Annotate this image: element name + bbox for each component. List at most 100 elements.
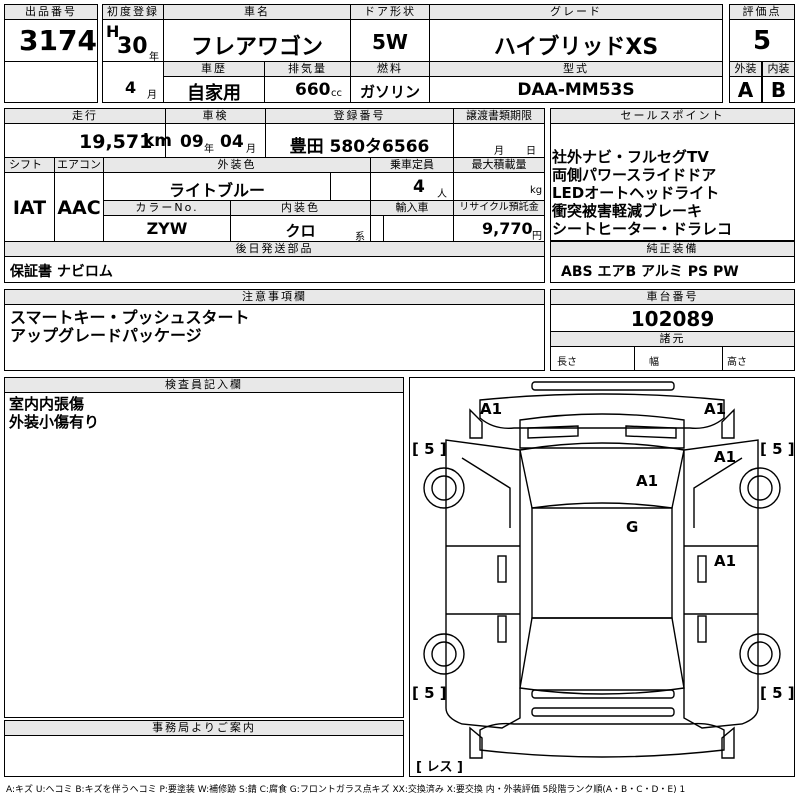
header-door: ドア形状 [350,4,430,20]
first-reg-era: H [106,22,120,41]
header-grade: グレード [429,4,723,20]
car-diagram: A1 A1 A1 A1 G A1 [ 5 ] [ 5 ] [ 5 ] [ 5 ]… [409,377,795,777]
fuel: ガソリン [359,83,420,101]
mileage: 19,571 [79,131,153,153]
mileage-cell: 19,571 km [4,123,172,158]
aircon: AAC [57,197,101,219]
score: 5 [752,26,772,56]
header-ext-color: 外装色 [103,157,371,173]
inspector-box: 室内内張傷 外装小傷有り [4,392,404,718]
dims-length-cell: 長さ [550,346,635,371]
reg-no-cell: 豊田 580タ6566 [265,123,454,158]
later-parts-cell: 保証書 ナビロム [4,256,545,283]
damage-mark-hood: A1 [636,472,659,490]
damage-mark-windshield: G [626,518,639,536]
header-lot-no: 出品番号 [4,4,98,20]
tire-rear-left: [ 5 ] [412,684,447,702]
header-exterior: 外装 [729,61,762,77]
recycle-unit: 円 [532,231,542,242]
color-no: ZYW [146,219,188,238]
chassis-no-cell: 102089 [550,304,795,332]
damage-mark-door-right: A1 [714,552,737,570]
car-name: フレアワゴン [190,35,323,60]
header-inspector: 検査員記入欄 [4,377,404,393]
std-equip: ABS エアB アルミ PS PW [561,264,739,280]
damage-mark-front-left: A1 [480,400,503,418]
dims-height-cell: 高さ [722,346,795,371]
header-dims: 諸元 [550,331,795,347]
int-color: クロ [285,222,316,240]
displacement-unit: cc [331,88,342,99]
history: 自家用 [187,83,241,104]
first-reg-year: 30 [117,34,148,59]
header-later-parts: 後日発送部品 [4,241,545,257]
inspection-month-unit: 月 [246,144,256,155]
interior-grade: B [770,78,787,102]
lot-no-blank [4,61,98,103]
door-cell: 5W [350,19,430,62]
shift: IAT [12,197,47,219]
header-fuel: 燃料 [350,61,430,77]
dims-width-cell: 幅 [634,346,723,371]
inspection-year: 09 [180,132,204,152]
max-load-unit: kg [530,185,543,196]
lot-no: 3174 [19,24,97,57]
first-reg-month-unit: 月 [147,90,157,101]
recycle-cell: 9,770 円 [453,215,545,242]
reg-no: 豊田 580タ6566 [289,137,430,157]
tire-rear-right: [ 5 ] [760,684,795,702]
history-cell: 自家用 [163,76,265,104]
mileage-unit: km [143,131,173,151]
header-recycle: リサイクル預託金 [453,200,545,216]
transfer-month: 月 [494,146,504,157]
transfer-day: 日 [526,146,536,157]
dims-width: 幅 [649,357,659,368]
grade: ハイブリッドXS [493,35,659,60]
int-color-cell: クロ 系 [230,215,371,243]
lot-no-cell: 3174 [4,19,98,62]
inspection-cell: 09 年 04 月 [165,123,266,158]
displacement: 660 [295,80,331,100]
header-shift: シフト [4,157,55,173]
displacement-cell: 660 cc [264,76,351,103]
tire-front-right: [ 5 ] [760,440,795,458]
header-displacement: 排気量 [264,61,351,77]
score-cell: 5 [729,19,795,62]
ext-color-cell: ライトブルー [103,172,331,201]
dims-length: 長さ [557,357,577,368]
exterior-grade: A [737,78,754,102]
header-color-no: カラーNo. [103,200,231,216]
fuel-cell: ガソリン [350,76,430,103]
chassis-no: 102089 [630,307,715,331]
model: DAA-MM53S [517,80,635,100]
import-divider [383,216,384,241]
header-transfer: 譲渡書類期限 [453,108,545,124]
first-reg-cell: H 30 年 [102,19,164,63]
header-sales-point: セールスポイント [550,108,795,124]
damage-mark-front-right: A1 [704,400,727,418]
header-inspection: 車検 [165,108,266,124]
header-aircon: エアコン [54,157,104,173]
color-no-cell: ZYW [103,215,231,242]
damage-mark-fender-right: A1 [714,448,737,466]
aircon-cell: AAC [54,172,104,242]
header-first-reg: 初度登録 [102,4,164,20]
header-reg-no: 登録番号 [265,108,454,124]
exterior-grade-cell: A [729,76,762,103]
shift-cell: IAT [4,172,55,242]
interior-grade-cell: B [762,76,795,103]
sales-point-box: 社外ナビ・フルセグTV 両側パワースライドドア LEDオートヘッドライト 衝突被… [550,123,795,241]
inspection-month: 04 [220,132,244,152]
capacity: 4 [413,177,425,197]
header-chassis-no: 車台番号 [550,289,795,305]
recycle: 9,770 [482,219,533,238]
max-load-cell: kg [453,172,545,201]
header-score: 評価点 [729,4,795,20]
import-cell [370,215,454,242]
transfer-cell: 月 日 [453,123,545,158]
model-cell: DAA-MM53S [429,76,723,103]
header-notes: 注意事項欄 [4,289,545,305]
std-equip-cell: ABS エアB アルミ PS PW [550,256,795,283]
notes-box: スマートキー・プッシュスタート アップグレードパッケージ [4,304,545,371]
first-reg-month-cell: 4 月 [102,61,164,103]
